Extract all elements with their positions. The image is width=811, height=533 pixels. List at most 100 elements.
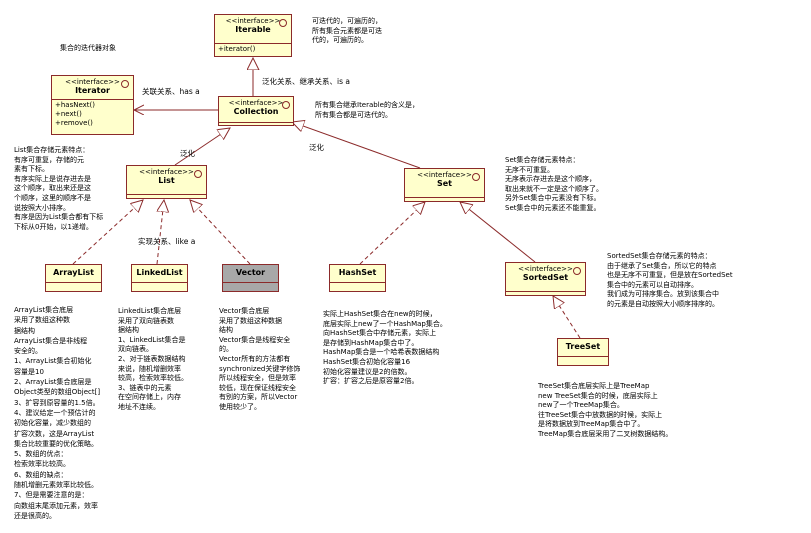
set-stereotype: <<interface>> — [417, 171, 472, 179]
iterator-method: +remove() — [55, 119, 93, 127]
sortedset-stereotype: <<interface>> — [518, 265, 573, 273]
hashset-name: HashSet — [338, 268, 377, 277]
iterator-caption: 集合的迭代器对象 — [60, 44, 116, 52]
note-line: 较高，检索效率较低。 — [118, 374, 188, 383]
note-line: 往TreeSet集合中放数据的时候，实际上 — [538, 410, 663, 419]
vector-separator — [223, 282, 278, 283]
note-line: 6、数组的缺点： — [14, 470, 68, 479]
linkedlist-name: LinkedList — [136, 268, 183, 277]
interface-circle-icon — [121, 80, 129, 88]
note-line: Object类型的数组Object[] — [14, 388, 101, 397]
vector-name: Vector — [235, 268, 266, 277]
note-line: 3、链表中的元素 — [118, 383, 172, 392]
iterator-interface[interactable]: <<interface>> Iterator +hasNext() +next(… — [51, 75, 134, 135]
iterator-stereotype: <<interface>> — [65, 78, 120, 86]
note-line: 3、扩容到原容量的1.5倍。 — [14, 398, 100, 407]
note-line: new了一个TreeMap集合。 — [538, 401, 624, 410]
iterator-method: +next() — [55, 110, 82, 118]
generalization-top-label: 泛化关系、继承关系、is a — [262, 77, 350, 86]
list-interface[interactable]: <<interface>> List — [126, 165, 207, 199]
note-line: synchronized关键字修饰 — [219, 364, 301, 373]
iterable-interface[interactable]: <<interface>> Iterable +iterator() — [214, 14, 292, 57]
hashset-separator — [330, 282, 385, 283]
note-line: Vector集合是线程安全 — [219, 335, 291, 344]
note-line: 7、但是需要注意的是： — [14, 491, 89, 500]
set-separator — [405, 197, 484, 198]
sortedset-interface[interactable]: <<interface>> SortedSet — [505, 262, 586, 296]
iterable-method: +iterator() — [218, 45, 256, 53]
generalization-list-label: 泛化 — [180, 149, 195, 158]
note-line: 所以线程安全，但是效率 — [219, 374, 296, 383]
iterator-name: Iterator — [75, 86, 110, 95]
realization-label: 实现关系、like a — [138, 237, 196, 246]
note-line: 采用了双向链表数 — [118, 316, 174, 325]
list-separator — [127, 194, 206, 195]
interface-circle-icon — [282, 101, 290, 109]
note-line: 有别的方案，所以Vector — [219, 393, 298, 402]
treeset-note: TreeSet集合底层实际上是TreeMap new TreeSet集合的时候，… — [538, 382, 672, 440]
note-line: 较低，现在保证线程安全 — [219, 383, 296, 392]
iterable-note: 可迭代的，可遍历的， 所有集合元素都是可迭 代的，可遍历的。 — [312, 17, 382, 46]
note-line: 的。 — [219, 345, 233, 354]
sortedset-note: SortedSet集合存储元素的特点： 由于继承了Set集合，所以它的特点 也是… — [607, 252, 733, 310]
note-line: 在空间存储上，内存 — [118, 393, 181, 402]
note-line: 取出来就不一定是这个顺序了。 — [505, 184, 603, 193]
note-line: 据结构 — [118, 326, 139, 335]
note-line: new TreeSet集合的时候，底层实际上 — [538, 391, 658, 400]
note-line: 所有集合继承Iterable的含义是， — [315, 101, 419, 109]
note-line: 向数组末尾添加元素，效率 — [14, 501, 98, 510]
note-line: 向HashSet集合中存储元素，实际上 — [323, 329, 437, 338]
set-interface[interactable]: <<interface>> Set — [404, 168, 485, 202]
note-line: 个顺序，这里的顺序不是 — [14, 193, 91, 202]
note-line: 我们成为可排序集合。放到该集合中 — [607, 290, 719, 299]
note-line: 采用了数组这种数据 — [219, 316, 282, 325]
note-line: 也是无序不可重复，但是放在SortedSet — [607, 271, 733, 280]
generalization-set-label: 泛化 — [309, 143, 324, 152]
collection-interface[interactable]: <<interface>> Collection — [218, 96, 294, 126]
note-line: SortedSet集合存储元素的特点： — [607, 252, 712, 260]
note-line: 有序可重复，存储的元 — [14, 155, 84, 164]
collection-stereotype: <<interface>> — [228, 99, 284, 107]
note-line: 1、LinkedList集合是 — [118, 335, 186, 344]
hashset-note: 实际上HashSet集合在new的时候， 底层实际上new了一个HashMap集… — [323, 310, 447, 387]
note-line: 所有集合都是可迭代的。 — [315, 110, 392, 119]
edge-sortedset-set — [460, 202, 536, 263]
iterator-methods: +hasNext() +next() +remove() — [52, 99, 133, 129]
note-line: TreeMap集合底层采用了二叉树数据结构。 — [538, 429, 673, 438]
note-line: 容量是10 — [14, 367, 44, 376]
iterable-stereotype: <<interface>> — [225, 17, 281, 25]
note-line: 结构 — [219, 326, 233, 335]
note-line: 集合比较重要的优化策略。 — [14, 439, 98, 448]
note-line: Set集合存储元素特点： — [505, 156, 580, 164]
note-line: 这个顺序，取出来还是这 — [14, 184, 91, 193]
edge-vector-list — [190, 200, 251, 265]
sortedset-separator — [506, 291, 585, 292]
note-line: 安全的。 — [14, 347, 42, 356]
note-line: 实际上HashSet集合在new的时候， — [323, 310, 437, 318]
linkedlist-class[interactable]: LinkedList — [131, 264, 188, 292]
note-line: 5、数组的优点： — [14, 450, 68, 459]
collection-separator — [219, 122, 293, 123]
note-line: 是将数据放到TreeMap集合中了。 — [538, 420, 645, 429]
list-name: List — [158, 176, 175, 185]
vector-class[interactable]: Vector — [222, 264, 279, 292]
treeset-separator — [558, 356, 608, 357]
collection-name: Collection — [233, 107, 279, 116]
treeset-class[interactable]: TreeSet — [557, 338, 609, 366]
note-line: 扩容：扩容之后是原容量2倍。 — [323, 377, 419, 386]
association-label: 关联关系、has a — [142, 87, 200, 96]
sortedset-name: SortedSet — [522, 273, 569, 282]
vector-note: Vector集合底层 采用了数组这种数据 结构 Vector集合是线程安全 的。… — [219, 307, 300, 413]
note-line: 集合中的元素可以自动排序。 — [607, 280, 698, 289]
note-line: 1、ArrayList集合初始化 — [14, 357, 92, 366]
note-line: 地址不连续。 — [118, 402, 160, 411]
note-line: ArrayList集合底层 — [14, 306, 74, 314]
note-line: LinkedList集合底层 — [118, 307, 182, 315]
note-line: 双向链表。 — [118, 345, 153, 354]
hashset-class[interactable]: HashSet — [329, 264, 386, 292]
arraylist-class[interactable]: ArrayList — [45, 264, 102, 292]
iterable-name: Iterable — [235, 25, 271, 34]
note-line: 另外Set集合中元素没有下标。 — [505, 194, 601, 203]
note-line: 扩容次数，这是ArrayList — [14, 429, 95, 438]
set-name: Set — [436, 179, 452, 188]
